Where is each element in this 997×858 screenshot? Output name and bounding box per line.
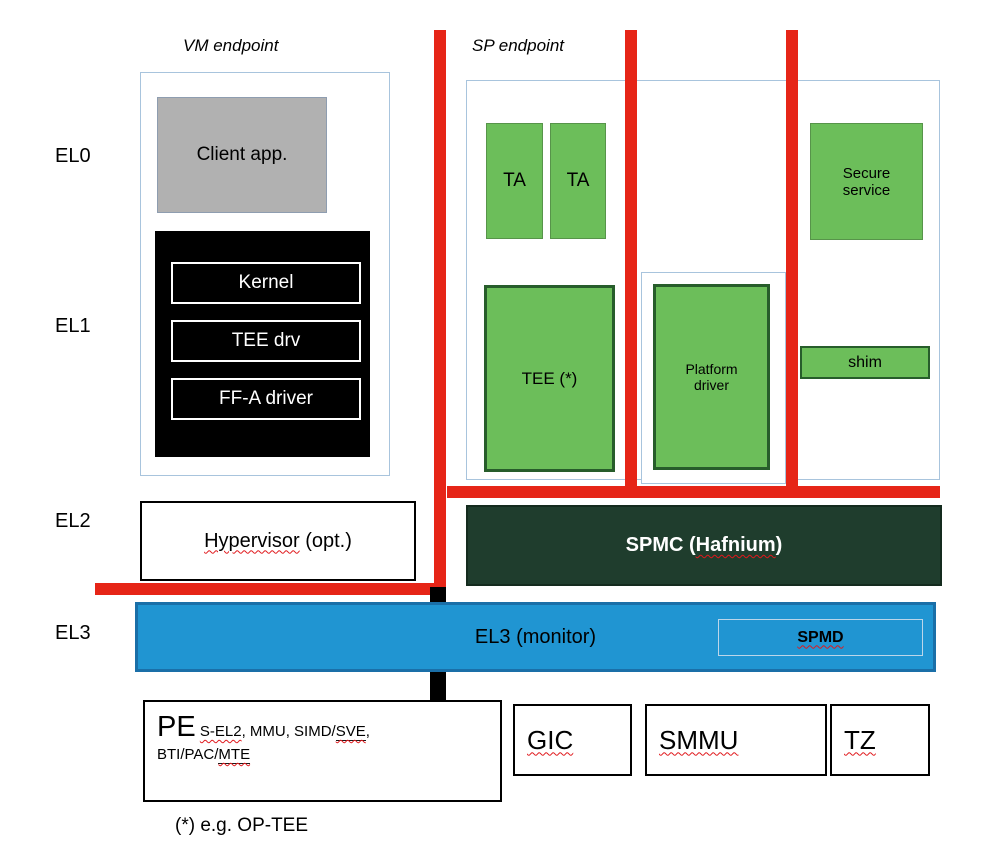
kernel-label: Kernel	[238, 272, 294, 293]
tee-label: TEE (*)	[521, 368, 578, 388]
pe-label: PE	[157, 711, 196, 743]
el1-label: EL1	[55, 315, 91, 337]
connector-square-top	[430, 587, 446, 602]
secure-service-label: Secure service	[842, 164, 891, 199]
spmd-label: SPMD	[797, 628, 844, 646]
platform-driver-box: Platform driver	[653, 284, 770, 470]
boundary-hline-right	[447, 486, 940, 498]
spmc-label-prefix: SPMC (	[625, 534, 696, 556]
gic-label: GIC	[527, 724, 574, 755]
tee-drv-box: TEE drv	[171, 320, 361, 362]
el3-monitor-bar: EL3 (monitor) SPMD	[135, 602, 936, 672]
pe-feature-mte: MTE	[218, 745, 251, 764]
el3-monitor-label-wrap: EL3 (monitor)	[138, 605, 933, 669]
boundary-vline-left	[434, 30, 446, 595]
spmc-box: SPMC (Hafnium)	[466, 505, 942, 586]
connector-square-bottom	[430, 670, 446, 701]
boundary-vline-middle	[625, 30, 637, 492]
tz-box: TZ	[830, 704, 930, 776]
pe-feature-mid: , MMU, SIMD/	[241, 723, 336, 740]
vm-endpoint-title: VM endpoint	[183, 36, 279, 55]
kernel-stack-box: Kernel TEE drv FF-A driver	[155, 231, 370, 457]
ta-box-1: TA	[486, 123, 543, 239]
footnote: (*) e.g. OP-TEE	[175, 815, 309, 836]
ta-label-2: TA	[566, 170, 590, 191]
smmu-box: SMMU	[645, 704, 827, 776]
ta-box-2: TA	[550, 123, 606, 239]
shim-label: shim	[848, 353, 882, 371]
client-app-label: Client app.	[196, 144, 288, 165]
secure-service-box: Secure service	[810, 123, 923, 240]
hypervisor-box: Hypervisor (opt.)	[140, 501, 416, 581]
spmc-label-name: Hafnium	[695, 534, 776, 556]
ffa-driver-box: FF-A driver	[171, 378, 361, 420]
boundary-vline-right	[786, 30, 798, 492]
pe-box: PE S-EL2, MMU, SIMD/SVE, BTI/PAC/MTE	[143, 700, 502, 802]
el3-monitor-label: EL3 (monitor)	[474, 625, 597, 648]
ffa-driver-label: FF-A driver	[219, 388, 313, 409]
gic-box: GIC	[513, 704, 632, 776]
sp-endpoint-title: SP endpoint	[472, 36, 564, 55]
smmu-label: SMMU	[659, 724, 739, 755]
shim-box: shim	[800, 346, 930, 379]
tee-drv-label: TEE drv	[231, 330, 301, 351]
boundary-hline-left	[95, 583, 438, 595]
tee-box: TEE (*)	[484, 285, 615, 472]
platform-driver-label: Platform driver	[685, 361, 738, 393]
pe-feature-line2-prefix: BTI/PAC/	[157, 745, 219, 763]
pe-feature-sel2: S-EL2	[199, 723, 242, 740]
pe-feature-sve: SVE	[335, 723, 366, 741]
hypervisor-label: Hypervisor	[204, 529, 300, 552]
el2-label: EL2	[55, 510, 91, 532]
kernel-box: Kernel	[171, 262, 361, 304]
el0-label: EL0	[55, 145, 91, 167]
tz-label: TZ	[844, 724, 876, 755]
ta-label-1: TA	[503, 170, 526, 191]
client-app-box: Client app.	[157, 97, 327, 213]
spmd-box: SPMD	[718, 619, 923, 656]
pe-feature-comma: ,	[365, 723, 370, 740]
spmc-label-suffix: )	[775, 534, 783, 556]
el3-label: EL3	[55, 622, 91, 644]
hypervisor-label-suffix: (opt.)	[299, 529, 352, 552]
